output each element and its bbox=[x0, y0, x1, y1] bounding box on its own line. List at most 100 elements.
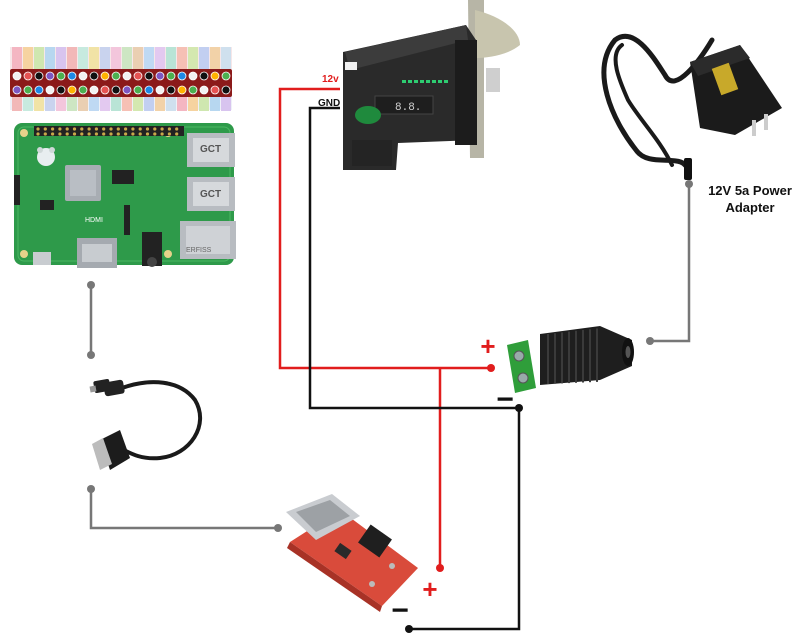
gpio-pin bbox=[56, 71, 66, 81]
gpio-pin bbox=[78, 71, 88, 81]
gpio-pin bbox=[199, 71, 209, 81]
gpio-pin bbox=[111, 85, 121, 95]
gpio-label-column bbox=[166, 97, 176, 111]
gpio-label-column bbox=[188, 97, 198, 111]
gpio-pin bbox=[89, 71, 99, 81]
pi-header-pin bbox=[116, 127, 120, 131]
gray-link-cable-to-converter bbox=[87, 485, 282, 532]
gpio-label-column bbox=[23, 97, 33, 111]
gpio-pin bbox=[111, 71, 121, 81]
acceptor-led bbox=[402, 80, 406, 83]
gpio-pin bbox=[122, 71, 132, 81]
pi-header-pin bbox=[167, 127, 171, 131]
usb-port-marking-2: GCT bbox=[200, 189, 221, 200]
pi-header-pin bbox=[36, 132, 40, 136]
acceptor-led bbox=[438, 80, 442, 83]
gpio-pin bbox=[34, 85, 44, 95]
pi-header-pin bbox=[72, 127, 77, 131]
pi-header-pin bbox=[153, 132, 157, 136]
gpio-label-column bbox=[144, 97, 154, 111]
gpio-label-column bbox=[133, 47, 143, 69]
gpio-pin bbox=[78, 85, 88, 95]
gpio-label-column bbox=[155, 47, 165, 69]
pi-header-pin bbox=[102, 127, 106, 131]
pi-header-pin bbox=[124, 132, 128, 136]
pi-header-pin bbox=[80, 132, 84, 136]
gpio-pin bbox=[45, 71, 55, 81]
gpio-label-column bbox=[34, 97, 44, 111]
gpio-pin bbox=[221, 71, 231, 81]
pi-header-pin bbox=[131, 127, 135, 131]
gpio-label-column bbox=[78, 47, 88, 69]
jack-minus-sign: − bbox=[496, 383, 514, 416]
gpio-pin bbox=[89, 85, 99, 95]
acceptor-led bbox=[426, 80, 430, 83]
ethernet-marking: ERFISS bbox=[186, 247, 212, 254]
gpio-label-column bbox=[34, 47, 44, 69]
jack-plus-sign: + bbox=[480, 331, 495, 361]
gpio-label-column bbox=[45, 97, 55, 111]
gpio-label-column bbox=[23, 47, 33, 69]
acceptor-led bbox=[408, 80, 412, 83]
pi-header-pin bbox=[58, 132, 62, 136]
pi-header-pin bbox=[80, 127, 84, 131]
raspberry-pi-icon: GCT GCT ERFISS HDMI bbox=[14, 123, 236, 268]
gpio-pin bbox=[166, 71, 176, 81]
gpio-label-column bbox=[56, 47, 66, 69]
gpio-label-column bbox=[111, 97, 121, 111]
pi-header-pin bbox=[131, 132, 135, 136]
gpio-label-column bbox=[199, 47, 209, 69]
usb-port-marking: GCT bbox=[200, 144, 221, 155]
pi-header-pin bbox=[116, 132, 120, 136]
pi-header-pin bbox=[51, 132, 55, 136]
pi-header-pin bbox=[94, 127, 98, 131]
gpio-pin bbox=[67, 85, 77, 95]
gpio-label-column bbox=[12, 47, 22, 69]
gpio-pin bbox=[144, 71, 154, 81]
gpio-label-column bbox=[100, 47, 110, 69]
gpio-label-column bbox=[221, 97, 231, 111]
acceptor-display: 8.8. bbox=[395, 102, 421, 114]
gpio-pin bbox=[210, 71, 220, 81]
adapter-label-line1: 12V 5a Power bbox=[708, 183, 792, 198]
gpio-label-column bbox=[166, 47, 176, 69]
acceptor-led bbox=[414, 80, 418, 83]
gpio-label-column bbox=[122, 97, 132, 111]
gpio-label-column bbox=[78, 97, 88, 111]
gpio-pin bbox=[67, 71, 77, 81]
gpio-pin bbox=[133, 85, 143, 95]
gpio-pin bbox=[210, 85, 220, 95]
ground-wire bbox=[308, 106, 523, 633]
pi-header-pin bbox=[138, 127, 142, 131]
gpio-label-column bbox=[89, 97, 99, 111]
gpio-label-column bbox=[45, 47, 55, 69]
gpio-label-column bbox=[67, 47, 77, 69]
gpio-label-column bbox=[221, 47, 231, 69]
coin-acceptor-icon: 8.8. bbox=[343, 0, 520, 170]
dc-jack-icon bbox=[507, 326, 634, 393]
gpio-pin bbox=[34, 71, 44, 81]
pi-header-pin bbox=[109, 132, 113, 136]
gpio-pin bbox=[188, 85, 198, 95]
gpio-label-column bbox=[177, 97, 187, 111]
gpio-pin bbox=[122, 85, 132, 95]
acceptor-led bbox=[420, 80, 424, 83]
pi-header-pin bbox=[87, 127, 91, 131]
pi-header-pin bbox=[124, 127, 128, 131]
gpio-pin bbox=[12, 71, 22, 81]
usb-cable-icon bbox=[89, 379, 202, 470]
gpio-pin bbox=[177, 85, 187, 95]
pi-header-pin bbox=[43, 127, 47, 131]
gpio-pin bbox=[177, 71, 187, 81]
pi-header-pin bbox=[58, 127, 62, 131]
power-adapter-icon bbox=[601, 33, 782, 180]
gpio-pin bbox=[144, 85, 154, 95]
converter-plus-sign: + bbox=[422, 574, 437, 604]
ground-label: GND bbox=[318, 98, 340, 109]
gpio-label-column bbox=[133, 97, 143, 111]
gpio-label-column bbox=[100, 97, 110, 111]
pi-header-pin bbox=[43, 132, 47, 136]
pi-header-pin bbox=[65, 127, 69, 131]
gpio-pin bbox=[155, 71, 165, 81]
